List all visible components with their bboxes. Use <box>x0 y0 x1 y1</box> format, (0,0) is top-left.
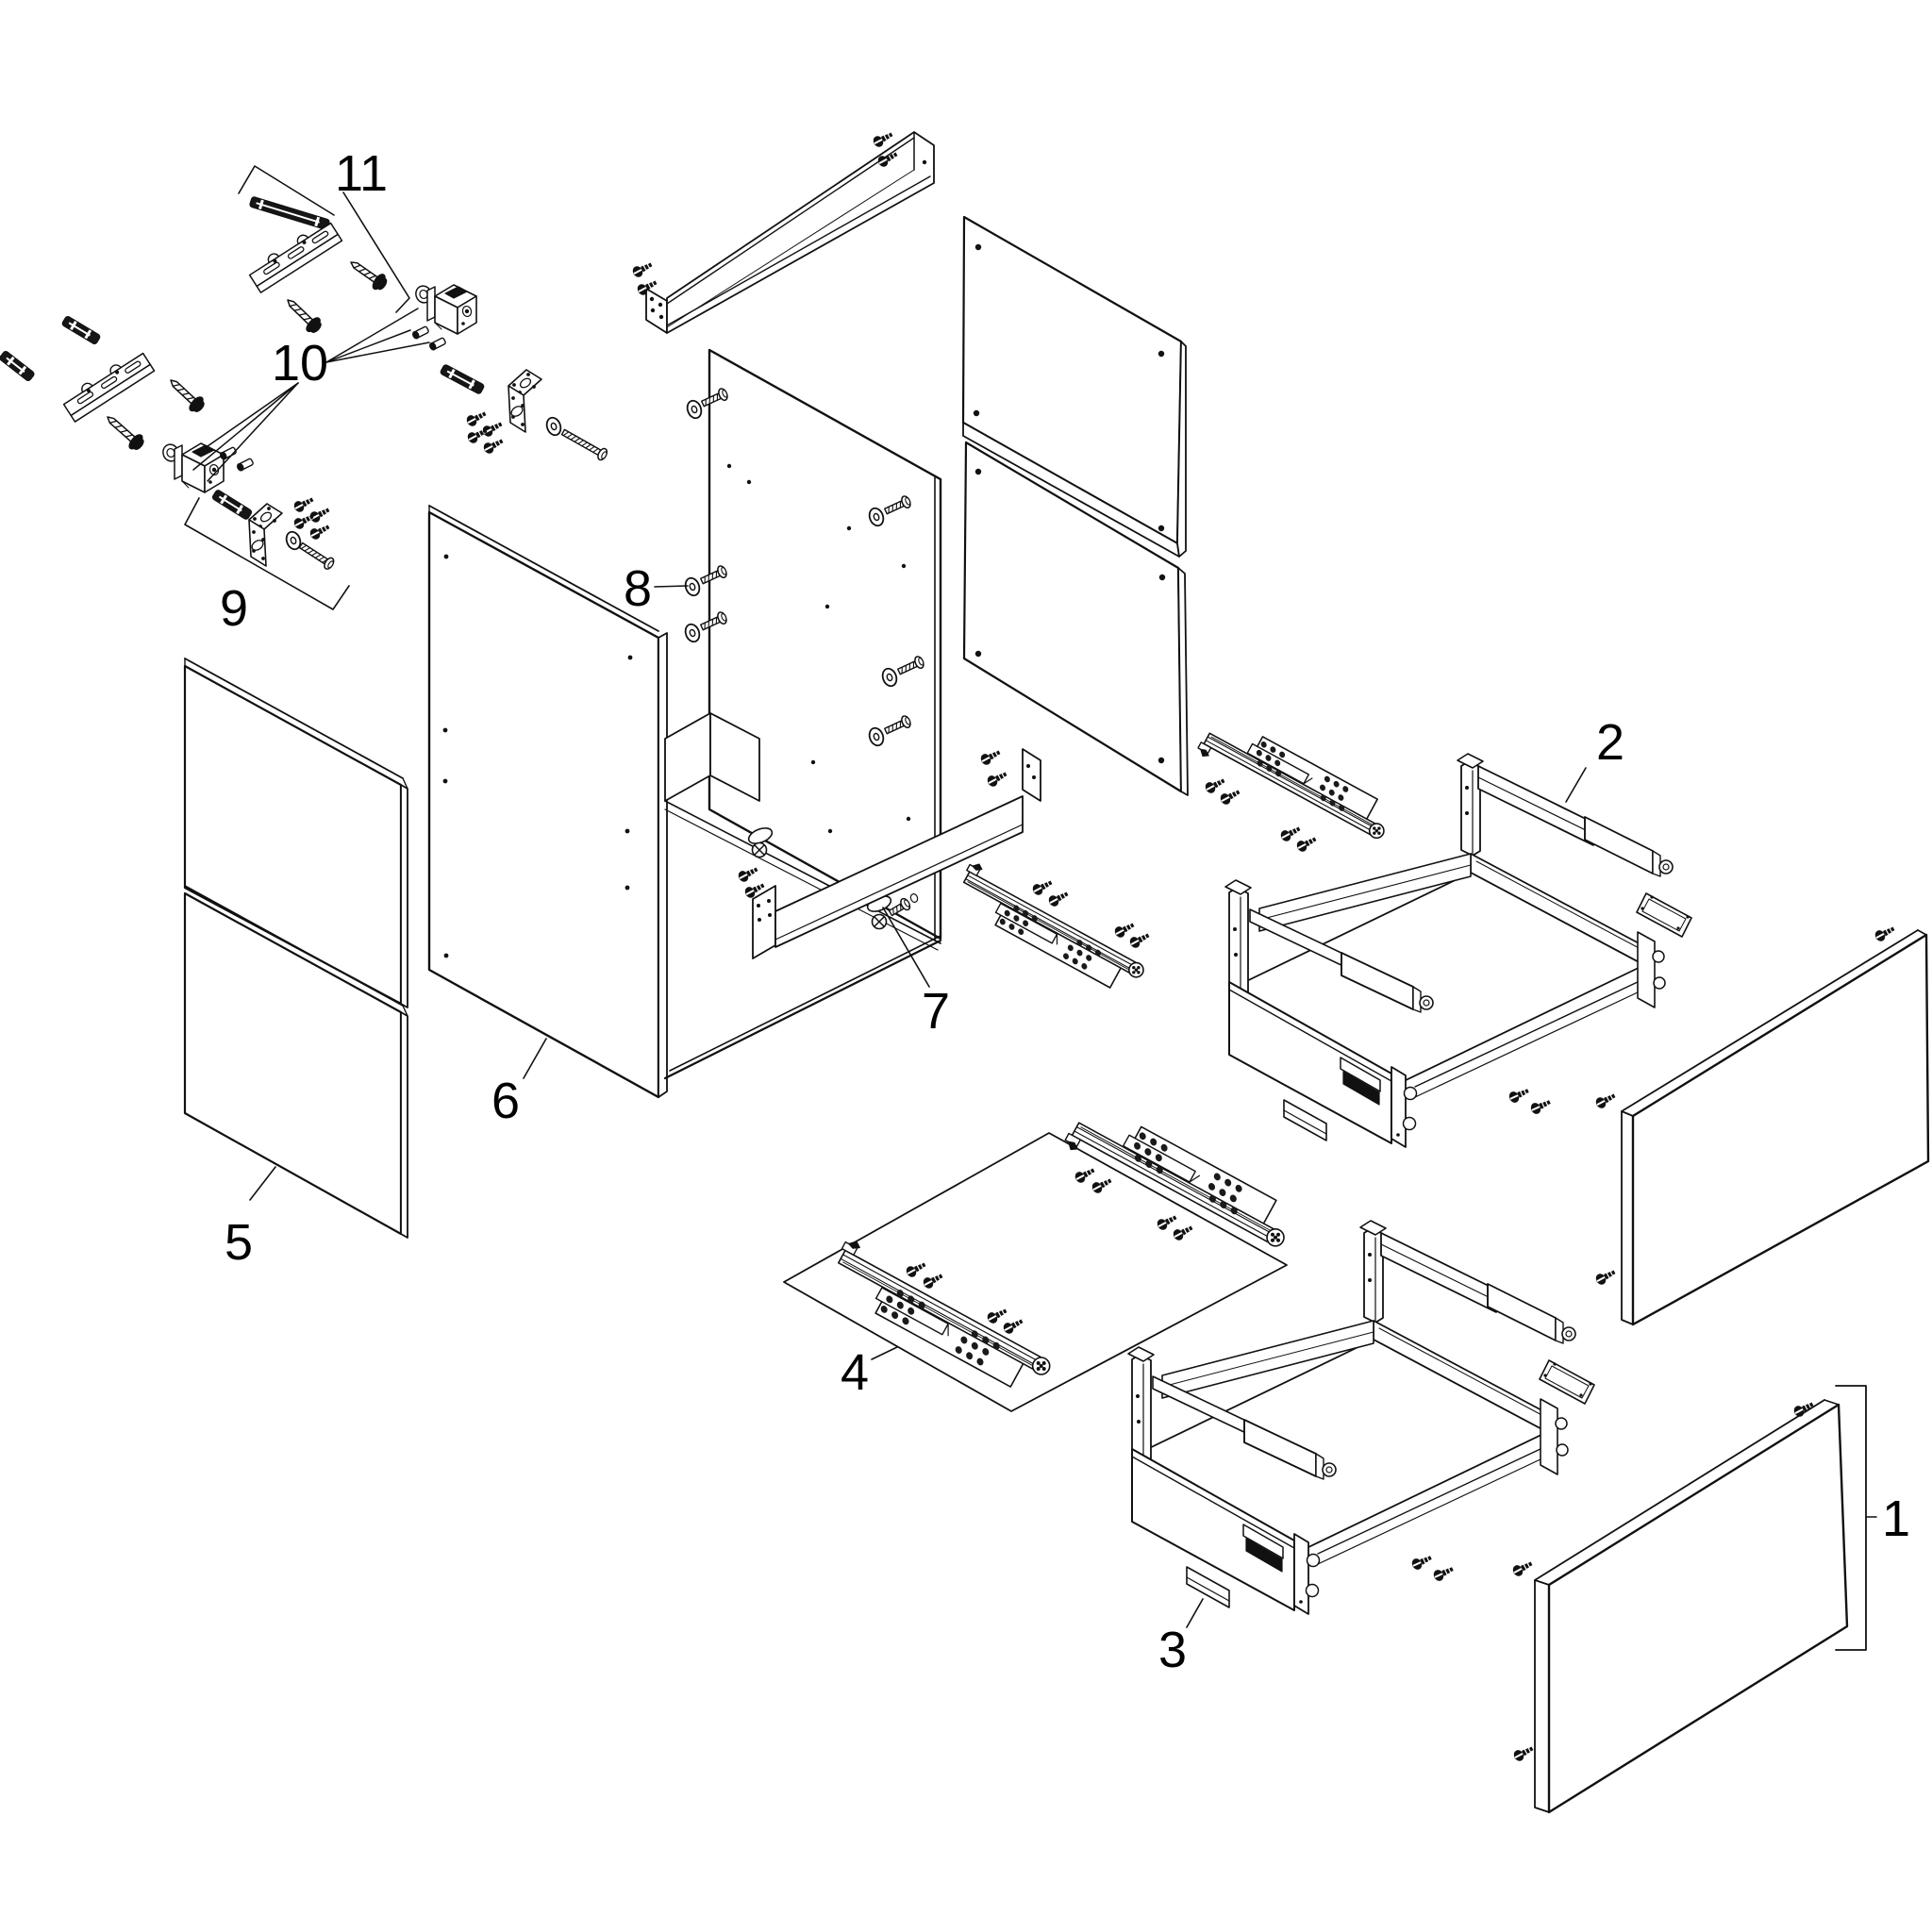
svg-text:3: 3 <box>1158 1622 1187 1678</box>
svg-text:2: 2 <box>1596 714 1624 771</box>
svg-text:1: 1 <box>1882 1491 1910 1547</box>
svg-text:6: 6 <box>491 1073 520 1129</box>
svg-text:5: 5 <box>225 1214 253 1271</box>
svg-text:4: 4 <box>841 1344 869 1401</box>
svg-text:7: 7 <box>922 983 950 1040</box>
svg-text:9: 9 <box>220 580 248 637</box>
svg-text:10: 10 <box>272 335 328 391</box>
svg-text:8: 8 <box>624 560 652 617</box>
svg-text:11: 11 <box>335 145 388 202</box>
